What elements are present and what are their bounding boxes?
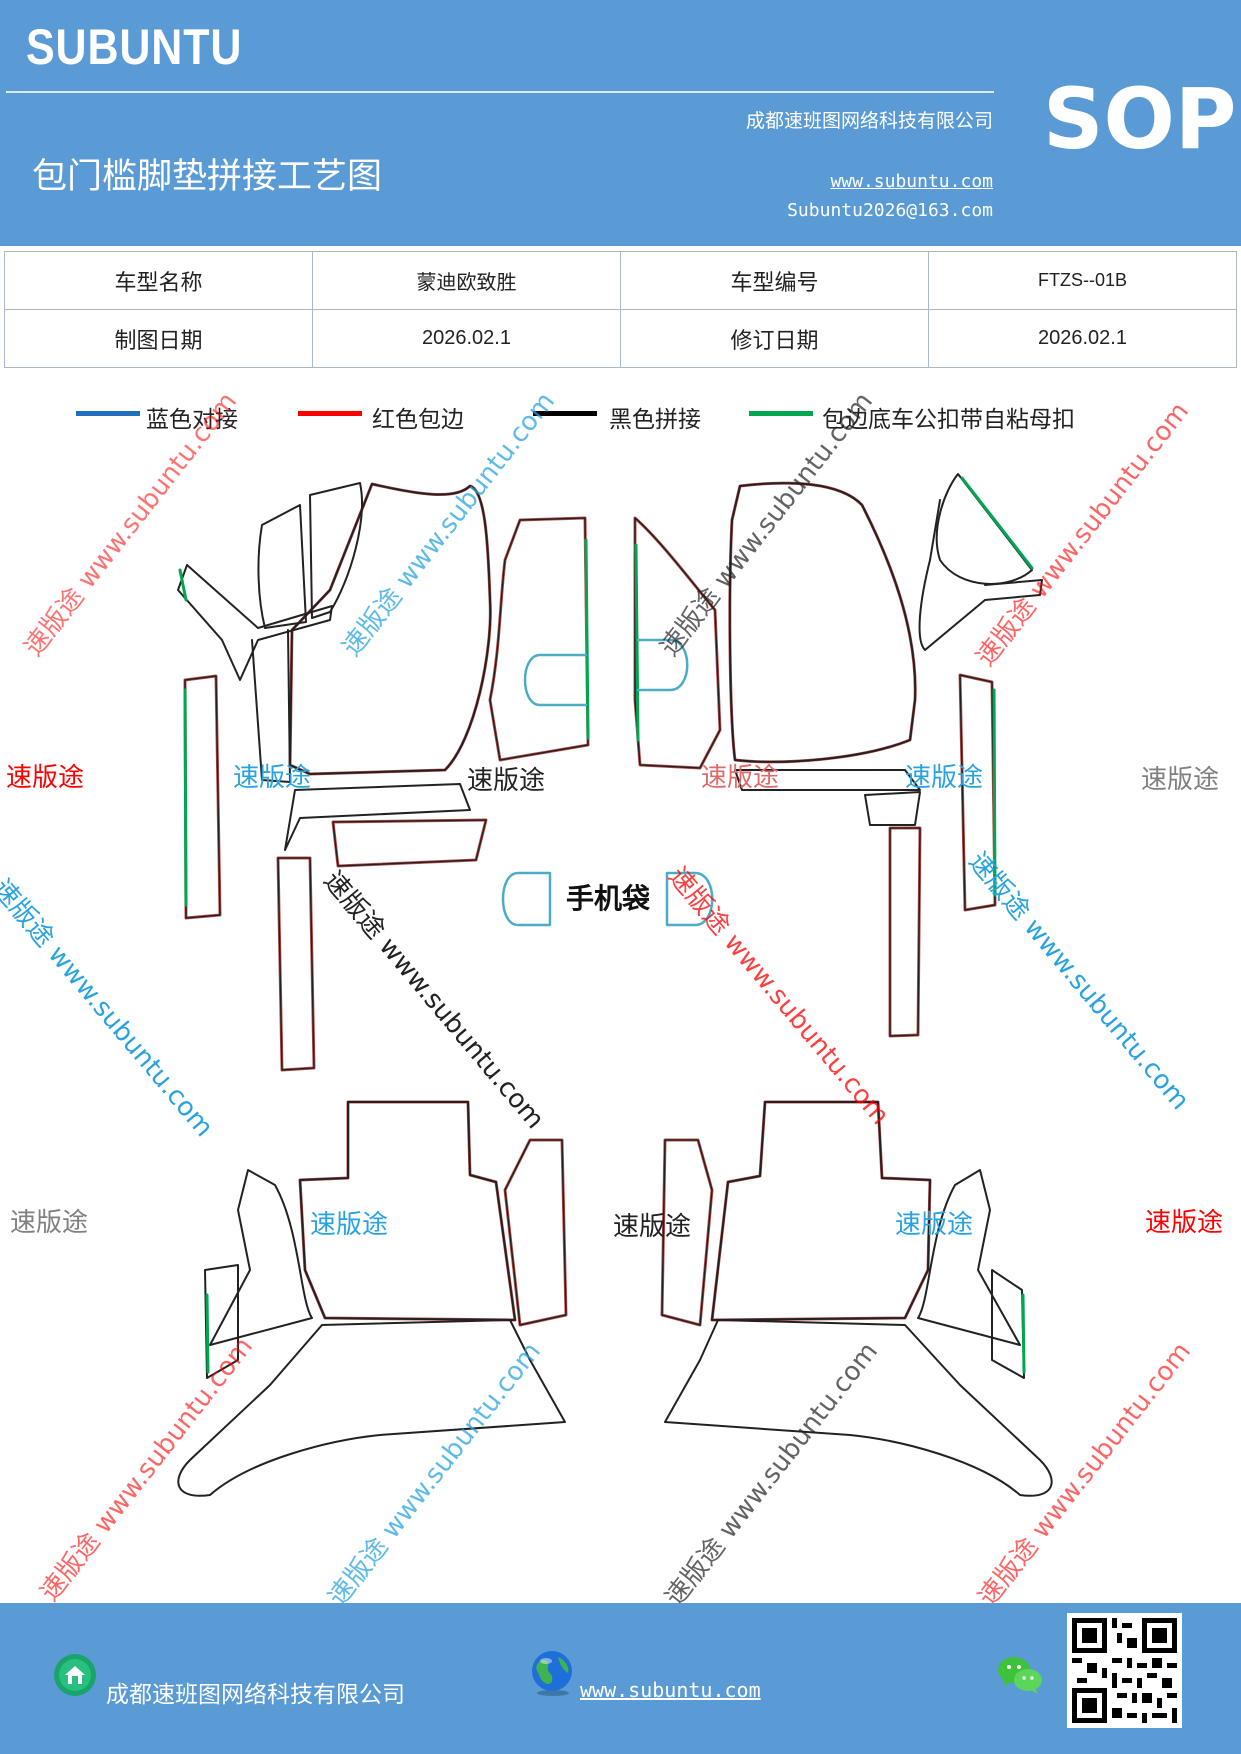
table-row: 制图日期 2026.02.1 修订日期 2026.02.1 xyxy=(4,309,1237,368)
watermark-text: 速版途 xyxy=(6,763,85,793)
mat-piece xyxy=(289,483,492,775)
mat-piece xyxy=(728,482,917,763)
draw-date-value: 2026.02.1 xyxy=(312,309,621,368)
pocket-outline xyxy=(523,653,588,707)
mat-edge xyxy=(178,568,188,602)
mat-piece xyxy=(959,674,996,911)
floor-mat-diagram: 手机袋 xyxy=(177,473,1053,1497)
mat-piece xyxy=(331,818,488,868)
mat-piece xyxy=(918,499,1043,651)
mat-piece xyxy=(209,1169,313,1346)
mat-piece xyxy=(991,1269,1025,1379)
mat-piece xyxy=(734,769,921,791)
table-row: 车型名称 蒙迪欧致胜 车型编号 FTZS--01B xyxy=(4,251,1237,310)
mat-edge xyxy=(183,688,188,907)
model-name-value: 蒙迪欧致胜 xyxy=(312,251,621,310)
legend-swatch xyxy=(298,411,362,416)
footer-company: 成都速班图网络科技有限公司 xyxy=(106,1682,405,1708)
watermark-text: 速版途 xyxy=(1145,1208,1224,1238)
mat-piece xyxy=(664,1319,1053,1497)
mat-piece xyxy=(277,857,315,1071)
model-name-label: 车型名称 xyxy=(4,251,313,310)
model-code-label: 车型编号 xyxy=(620,251,929,310)
mat-piece xyxy=(864,791,921,826)
legend-label: 蓝色对接 xyxy=(146,407,238,433)
mat-piece xyxy=(634,517,721,769)
globe-icon xyxy=(532,1651,572,1696)
watermark-text: 速版途 xyxy=(233,763,312,793)
mat-piece xyxy=(661,1139,713,1326)
mat-piece xyxy=(177,564,333,681)
header-website-link[interactable]: www.subuntu.com xyxy=(830,171,993,192)
model-code-value: FTZS--01B xyxy=(928,251,1237,310)
phone-pocket-left xyxy=(501,871,552,927)
mat-edge xyxy=(634,543,640,742)
revise-date-label: 修订日期 xyxy=(620,309,929,368)
footer-website-link[interactable]: www.subuntu.com xyxy=(580,1678,761,1702)
watermark-text: 速版途 xyxy=(895,1210,974,1240)
wechat-icon xyxy=(998,1657,1042,1694)
pocket-outline xyxy=(636,638,689,692)
draw-date-label: 制图日期 xyxy=(4,309,313,368)
mat-piece xyxy=(251,629,291,783)
rear-right-mat-group xyxy=(660,1100,1053,1497)
doc-type-label: SOP xyxy=(1043,70,1237,168)
mat-piece xyxy=(917,1169,1021,1346)
mat-piece xyxy=(309,482,363,619)
mat-edge xyxy=(1021,1293,1026,1374)
mat-piece xyxy=(284,783,471,851)
phone-pocket-right xyxy=(665,871,714,927)
qr-code[interactable] xyxy=(1067,1613,1182,1728)
mat-piece xyxy=(711,1101,931,1321)
watermark-text: 速版途 xyxy=(10,1208,89,1238)
header-email: Subuntu2026@163.com xyxy=(787,200,993,221)
watermark-text: 速版途 xyxy=(467,766,546,796)
watermark-text: 速版途 xyxy=(613,1212,692,1242)
mat-piece xyxy=(276,856,316,1072)
mat-piece xyxy=(257,504,307,629)
footer-banner: 成都速班图网络科技有限公司 www.subuntu.com xyxy=(0,1603,1241,1754)
watermark-text: 速版途 xyxy=(701,763,780,793)
header-company: 成都速班图网络科技有限公司 xyxy=(745,110,993,132)
header-banner: SUBUNTU 成都速班图网络科技有限公司 包门槛脚垫拼接工艺图 www.sub… xyxy=(0,0,1241,246)
mat-piece xyxy=(299,1101,516,1321)
revise-date-value: 2026.02.1 xyxy=(928,309,1237,368)
mat-piece xyxy=(177,1319,566,1497)
mat-piece xyxy=(503,1138,568,1327)
legend-swatch xyxy=(533,411,597,416)
mat-piece xyxy=(183,674,222,920)
legend-swatch xyxy=(76,411,140,416)
mat-piece xyxy=(184,675,221,919)
mat-edge xyxy=(584,538,590,740)
phone-pocket-label: 手机袋 xyxy=(566,882,651,915)
front-right-mat-group xyxy=(633,473,1043,1038)
watermark-text: 速版途 xyxy=(310,1210,389,1240)
rear-left-mat-group xyxy=(177,1100,568,1497)
watermark-text: 速版途 xyxy=(905,763,984,793)
legend-label: 红色包边 xyxy=(372,407,464,433)
mat-piece xyxy=(889,827,921,1037)
mat-piece xyxy=(504,1139,567,1326)
mat-piece xyxy=(935,473,1033,585)
legend-label: 包边底车公扣带自粘母扣 xyxy=(822,407,1075,433)
mat-edge xyxy=(960,476,1034,570)
mat-piece xyxy=(332,819,487,867)
mat-piece xyxy=(488,516,590,762)
mat-edge xyxy=(205,1293,210,1374)
mat-piece xyxy=(888,826,922,1038)
brand-logo: SUBUNTU xyxy=(26,19,243,75)
vehicle-info-table: 车型名称 蒙迪欧致胜 车型编号 FTZS--01B 制图日期 2026.02.1… xyxy=(4,251,1237,368)
legend-label: 黑色拼接 xyxy=(609,407,701,433)
page-title: 包门槛脚垫拼接工艺图 xyxy=(32,157,383,197)
legend-swatch xyxy=(749,411,813,416)
mat-edge xyxy=(992,688,997,897)
mat-piece xyxy=(489,517,589,761)
header-divider xyxy=(6,91,994,93)
home-icon xyxy=(54,1654,96,1696)
watermark-text: 速版途 xyxy=(1141,765,1220,795)
front-left-mat-group xyxy=(177,482,590,1072)
